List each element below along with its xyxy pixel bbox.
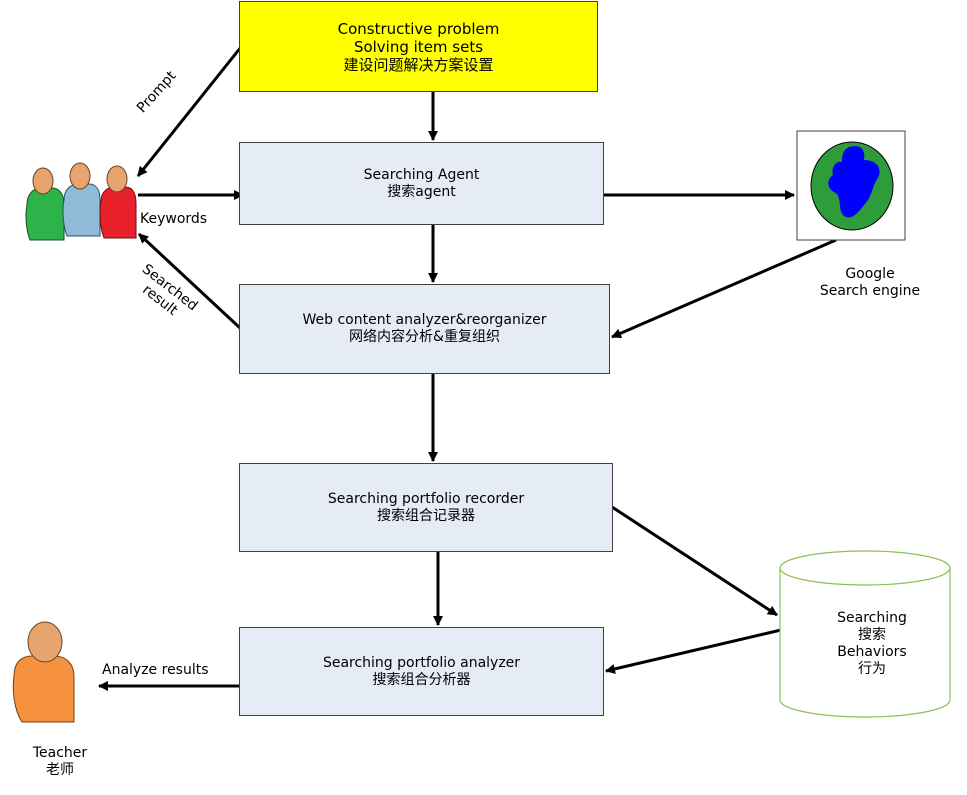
database-line2: 搜索 xyxy=(858,627,886,643)
problem-sets-box: Constructive problem Solving item sets 建… xyxy=(239,1,598,92)
searching-agent-line2: 搜索agent xyxy=(387,183,456,200)
web-analyzer-line2: 网络内容分析&重复组织 xyxy=(349,329,500,345)
google-line1: Google xyxy=(845,266,895,282)
student-blue-icon xyxy=(62,162,101,237)
problem-sets-line1: Constructive problem xyxy=(337,19,500,38)
portfolio-analyzer-line1: Searching portfolio analyzer xyxy=(322,654,521,671)
arrow-google-to-analyzer xyxy=(611,238,837,339)
problem-sets-line2: Solving item sets xyxy=(353,37,484,56)
portfolio-recorder-line1: Searching portfolio recorder xyxy=(327,490,525,507)
database-line4: 行为 xyxy=(858,661,886,677)
teacher-line1: Teacher xyxy=(32,745,88,761)
google-label: Google Search engine xyxy=(810,266,930,300)
database-line1: Searching xyxy=(837,610,907,626)
searching-agent-box: Searching Agent 搜索agent xyxy=(239,142,604,225)
arrow-prompt xyxy=(136,46,243,177)
google-line2: Search engine xyxy=(819,283,921,299)
problem-sets-line3: 建设问题解决方案设置 xyxy=(343,55,494,74)
arrow-database-to-portfolio-analyzer xyxy=(605,628,782,674)
arrow-recorder-to-database xyxy=(611,505,778,617)
arrow-searched-result xyxy=(137,232,242,330)
student-green-icon xyxy=(25,167,65,241)
database-line3: Behaviors xyxy=(837,644,907,660)
portfolio-recorder-box: Searching portfolio recorder 搜索组合记录器 xyxy=(239,463,613,552)
web-analyzer-line1: Web content analyzer&reorganizer xyxy=(302,312,547,328)
analyze-results-label: Analyze results xyxy=(102,662,209,678)
student-red-icon xyxy=(99,165,137,239)
keywords-label: Keywords xyxy=(140,211,208,227)
portfolio-recorder-line2: 搜索组合记录器 xyxy=(377,507,475,524)
students-group-icon xyxy=(25,162,137,241)
database-label: Searching 搜索 Behaviors 行为 xyxy=(812,610,932,678)
teacher-line2: 老师 xyxy=(46,762,74,778)
google-globe-icon xyxy=(796,130,906,241)
teacher-label: Teacher 老师 xyxy=(20,745,100,779)
teacher-icon xyxy=(12,621,75,723)
portfolio-analyzer-line2: 搜索组合分析器 xyxy=(372,671,471,688)
database-cylinder xyxy=(779,550,951,718)
searching-agent-line1: Searching Agent xyxy=(363,166,480,183)
portfolio-analyzer-box: Searching portfolio analyzer 搜索组合分析器 xyxy=(239,627,604,716)
web-analyzer-box: Web content analyzer&reorganizer 网络内容分析&… xyxy=(239,284,610,374)
